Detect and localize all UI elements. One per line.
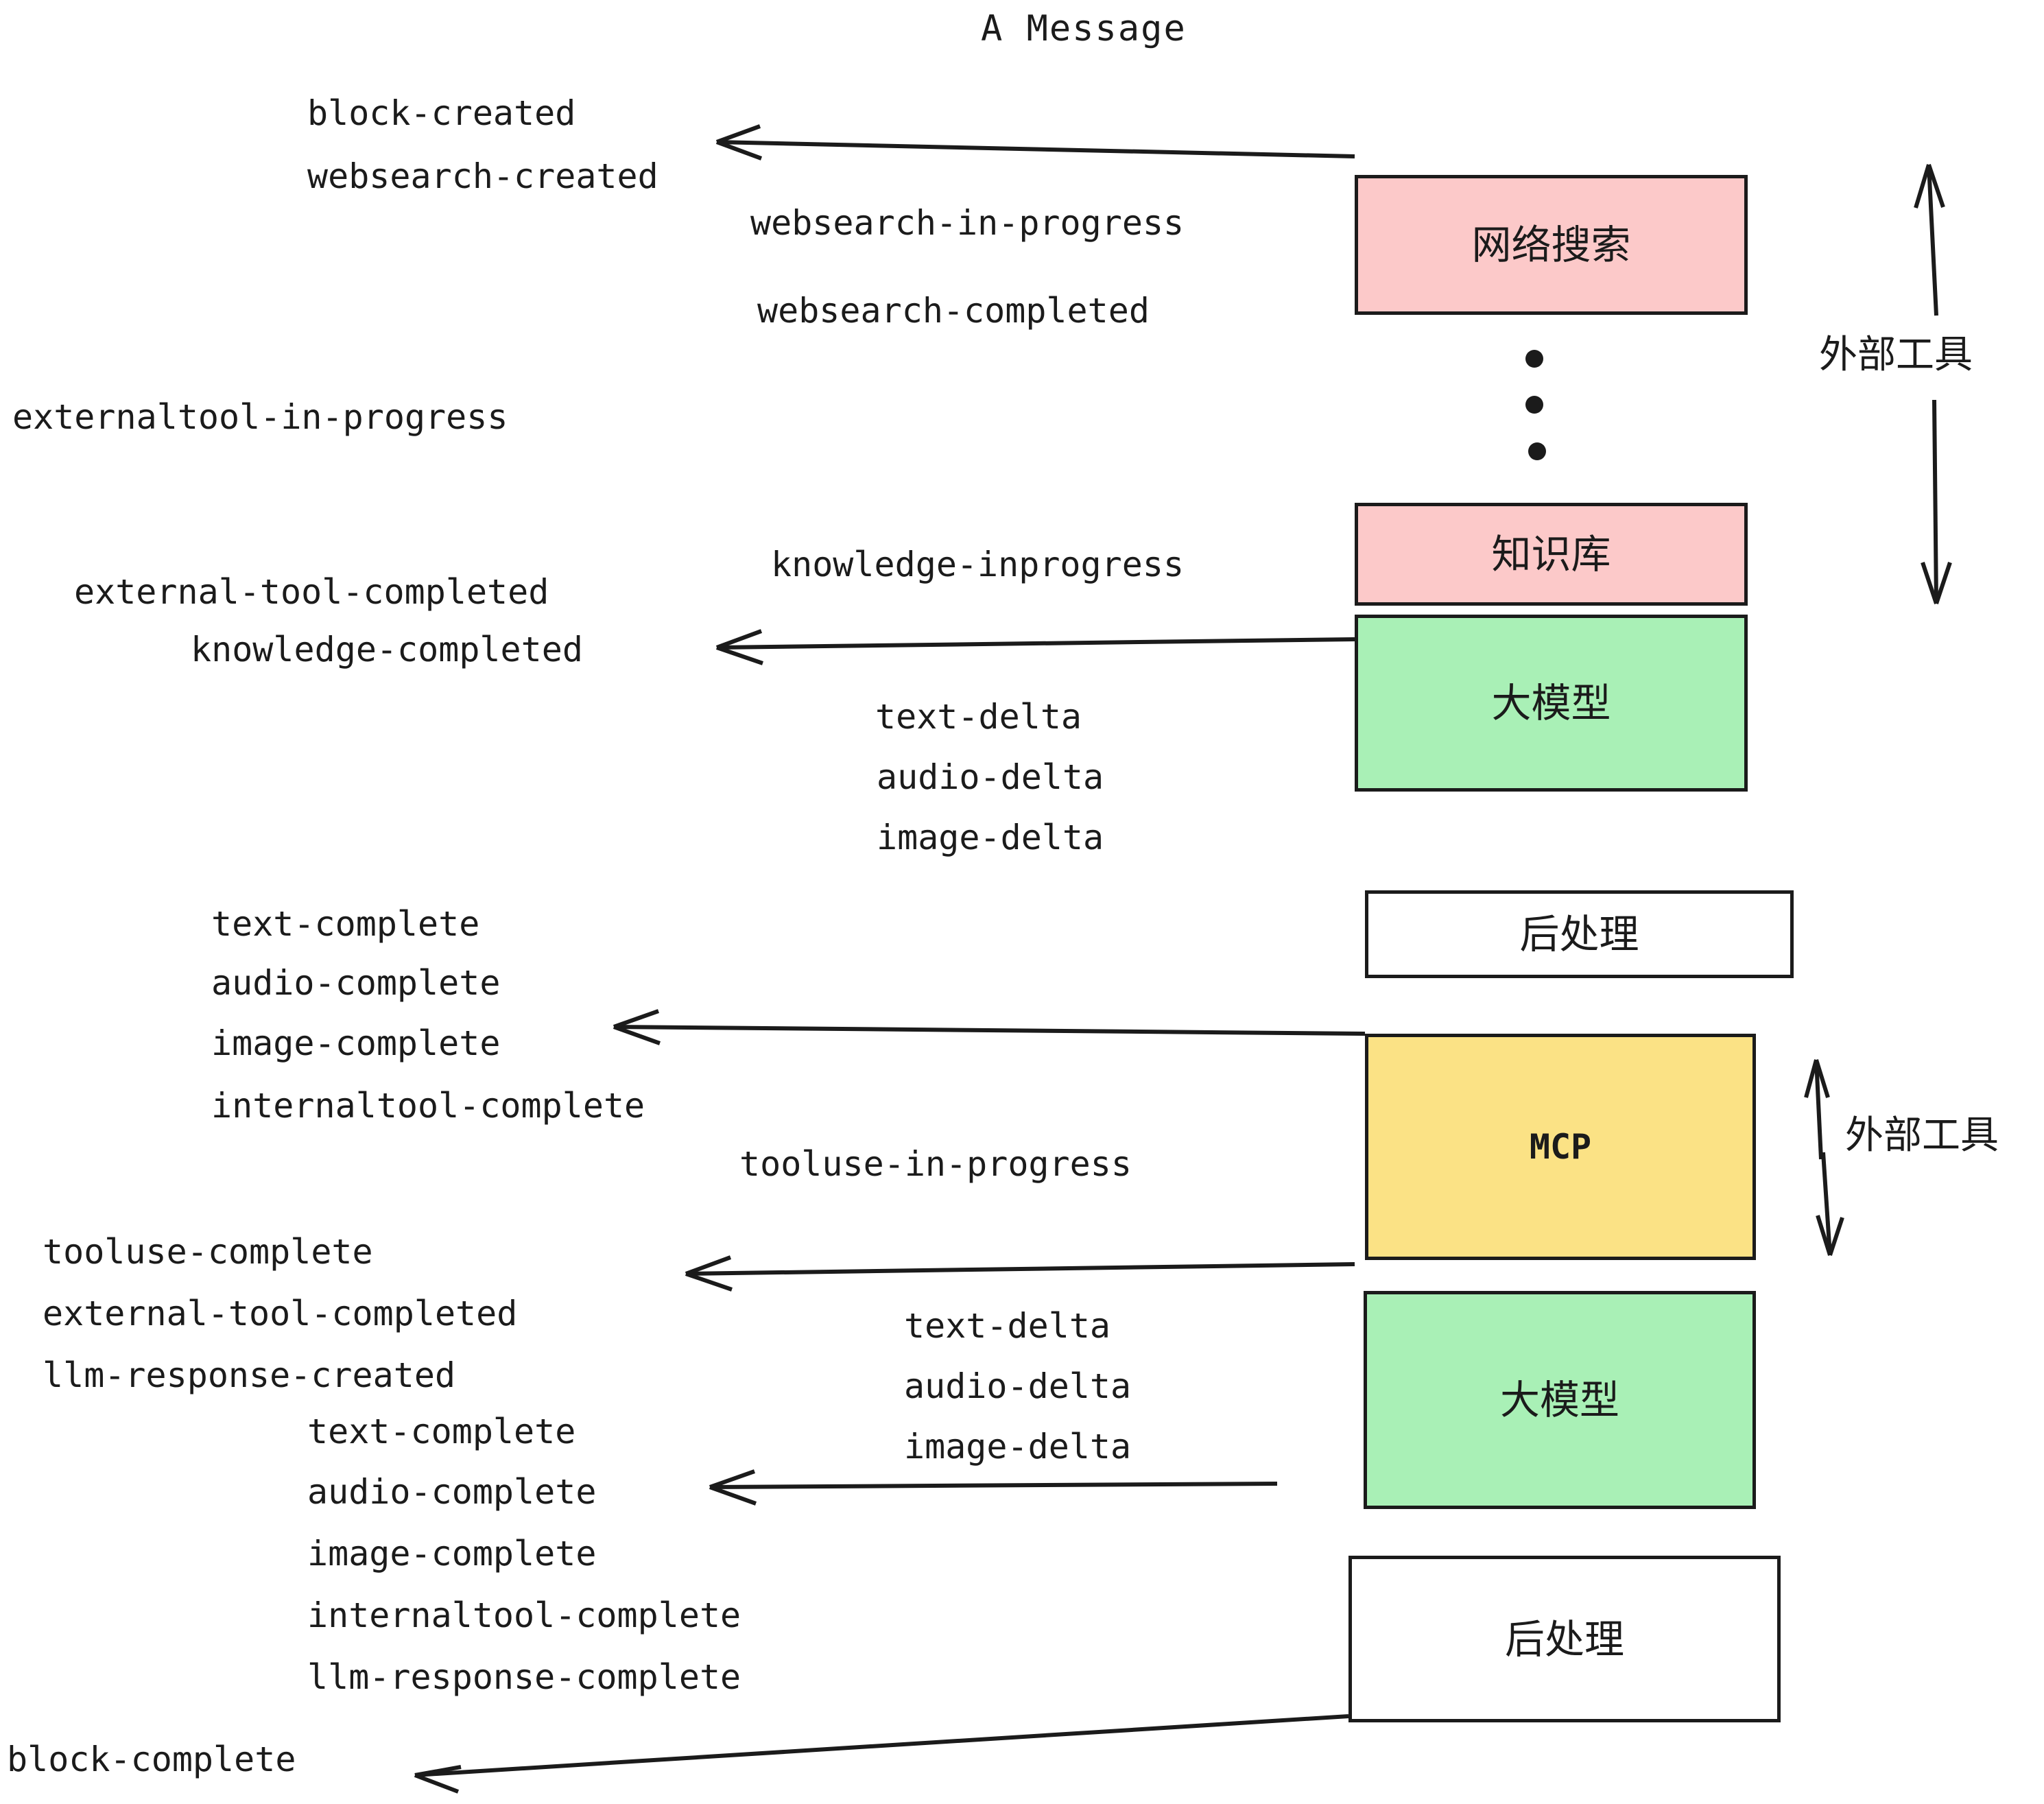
arrow-postprocess2-to-block-complete: [414, 1714, 1349, 1794]
event-tooluse-in-progress: tooluse-in-progress: [739, 1144, 1132, 1184]
arrow-postprocess1-to-image-complete: [613, 1009, 1366, 1045]
event-image-delta-1: image-delta: [877, 818, 1104, 857]
event-externaltool-in-progress: externaltool-in-progress: [12, 397, 508, 437]
box-knowledge[interactable]: 知识库: [1355, 503, 1748, 606]
box-mcp[interactable]: MCP: [1365, 1034, 1756, 1260]
ellipsis-dot-3: [1528, 442, 1546, 460]
event-external-tool-completed-2: external-tool-completed: [43, 1294, 518, 1333]
arrow-llm2-to-audio-complete: [709, 1469, 1278, 1506]
event-llm-response-created: llm-response-created: [43, 1355, 456, 1395]
event-tooluse-complete: tooluse-complete: [43, 1232, 373, 1272]
event-knowledge-inprogress: knowledge-inprogress: [771, 545, 1185, 584]
box-postprocess-2-label: 后处理: [1504, 1615, 1624, 1663]
event-text-complete-1: text-complete: [211, 904, 480, 944]
side-label-external-tool-bottom: 外部工具: [1845, 1113, 1999, 1158]
event-audio-delta-2: audio-delta: [904, 1366, 1132, 1406]
box-llm-1-label: 大模型: [1491, 680, 1611, 726]
diagram-title: A Message: [981, 8, 1187, 49]
side-label-external-tool-top: 外部工具: [1819, 333, 1973, 377]
ellipsis-dot-1: [1525, 350, 1543, 368]
arrow-knowledge-to-knowledge-completed: [715, 629, 1355, 665]
box-websearch-label: 网络搜索: [1471, 222, 1631, 268]
event-image-complete-1: image-complete: [211, 1023, 501, 1063]
event-websearch-created: websearch-created: [307, 156, 658, 196]
ellipsis-dot-2: [1525, 396, 1543, 414]
event-audio-delta-1: audio-delta: [877, 757, 1104, 797]
box-postprocess-1[interactable]: 后处理: [1365, 890, 1794, 978]
event-audio-complete-1: audio-complete: [211, 963, 501, 1003]
arrow-external-tool-top-up: [1914, 164, 1945, 316]
arrow-mcp-to-tooluse-complete: [685, 1255, 1355, 1292]
event-text-complete-2: text-complete: [307, 1412, 576, 1451]
event-knowledge-completed: knowledge-completed: [191, 630, 583, 669]
event-llm-response-complete: llm-response-complete: [307, 1657, 741, 1697]
event-image-delta-2: image-delta: [904, 1427, 1132, 1467]
event-image-complete-2: image-complete: [307, 1534, 597, 1574]
box-mcp-label: MCP: [1529, 1127, 1592, 1167]
box-knowledge-label: 知识库: [1491, 531, 1611, 578]
box-postprocess-1-label: 后处理: [1519, 911, 1639, 958]
box-postprocess-2[interactable]: 后处理: [1348, 1556, 1781, 1722]
event-internaltool-complete-2: internaltool-complete: [307, 1595, 741, 1635]
event-block-created: block-created: [307, 93, 576, 133]
event-websearch-completed: websearch-completed: [757, 291, 1150, 331]
event-text-delta-1: text-delta: [875, 697, 1082, 737]
event-text-delta-2: text-delta: [904, 1306, 1111, 1346]
box-llm-1[interactable]: 大模型: [1355, 615, 1748, 792]
arrow-websearch-to-block-created: [715, 124, 1355, 161]
event-external-tool-completed-1: external-tool-completed: [74, 572, 549, 612]
arrow-external-tool-bottom-down: [1816, 1152, 1844, 1256]
box-websearch[interactable]: 网络搜索: [1355, 175, 1748, 315]
event-audio-complete-2: audio-complete: [307, 1472, 597, 1512]
event-internaltool-complete-1: internaltool-complete: [211, 1086, 645, 1126]
arrow-external-tool-top-down: [1921, 399, 1952, 604]
arrow-external-tool-bottom-up: [1804, 1059, 1830, 1160]
event-websearch-in-progress: websearch-in-progress: [750, 203, 1185, 243]
box-llm-2-label: 大模型: [1499, 1377, 1619, 1423]
event-block-complete: block-complete: [7, 1740, 296, 1779]
box-llm-2[interactable]: 大模型: [1364, 1291, 1756, 1509]
